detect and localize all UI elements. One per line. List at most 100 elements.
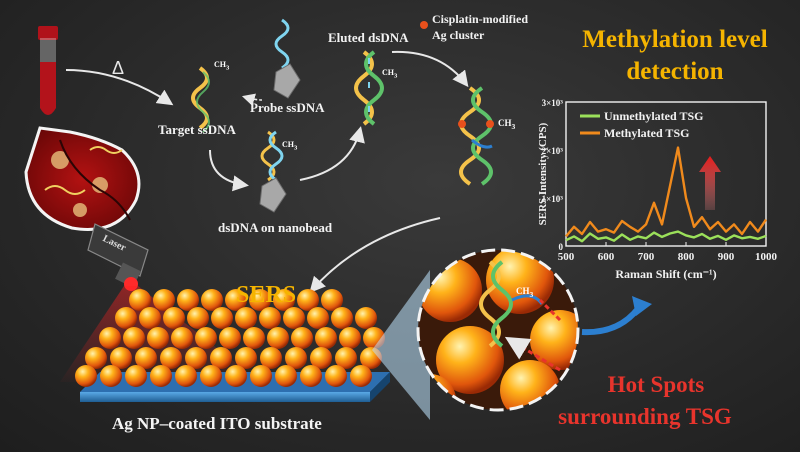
arrow-dsdna-to-eluted [299, 126, 365, 181]
methylation-title-1: Methylation level [582, 26, 768, 53]
hotspots-line2: surrounding TSG [558, 404, 732, 429]
ag-nanoparticle [100, 365, 122, 387]
y-tick-label: 0 [559, 242, 564, 252]
blood-tube-icon [38, 26, 58, 115]
ag-nanoparticle [110, 347, 132, 369]
ag-nanoparticle [300, 365, 322, 387]
arrow-to-substrate [309, 217, 441, 293]
ag-nanoparticle [175, 365, 197, 387]
ch3-label-labeled: CH3 [498, 118, 516, 131]
ch3-label-eluted: CH3 [382, 68, 398, 80]
ag-nanoparticle [163, 307, 185, 329]
label-target-ssdna: Target ssDNA [158, 122, 236, 137]
blood-vessel-zoom-icon [24, 126, 141, 231]
chart-plot-frame [565, 101, 767, 247]
ag-nanoparticle [310, 347, 332, 369]
heat-symbol: Δ [112, 58, 124, 78]
arrow-tube-to-target [65, 69, 174, 106]
x-tick-label: 900 [718, 251, 735, 263]
label-eluted-dsdna: Eluted dsDNA [328, 30, 409, 45]
ch3-label-dsdna: CH3 [282, 140, 298, 152]
ag-nanoparticle [235, 307, 257, 329]
ag-nanoparticle [275, 365, 297, 387]
dsdna-nanobead-icon [259, 130, 287, 213]
increase-arrow [699, 156, 721, 210]
ag-nanoparticle [350, 365, 372, 387]
ag-nanoparticle [200, 365, 222, 387]
blue-arrow-head [632, 296, 652, 316]
y-tick-label: 3×10³ [542, 98, 564, 108]
ag-nanoparticle [250, 365, 272, 387]
ag-nanoparticle [249, 289, 271, 311]
zoom-cone [372, 270, 430, 420]
ag-nanoparticle [147, 327, 169, 349]
hotspot-arrow-2 [538, 298, 562, 322]
ag-nanoparticle [201, 289, 223, 311]
eluted-dsdna-icon [354, 50, 384, 126]
ch3-label-target: CH3 [214, 60, 230, 72]
labeled-dsdna-icon [458, 86, 494, 186]
label-cisplatin-1: Cisplatin-modified [432, 12, 529, 26]
hotspot-zoom-view [418, 250, 578, 410]
ag-nanoparticle [291, 327, 313, 349]
label-cisplatin-2: Ag cluster [432, 28, 485, 42]
ag-nanoparticle [75, 365, 97, 387]
arrow-eluted-to-labeled [391, 50, 469, 88]
target-ssdna-icon [191, 66, 210, 133]
ag-nanoparticle [219, 327, 241, 349]
y-tick-label: 1×10³ [542, 194, 564, 204]
ag-nanoparticle [273, 289, 295, 311]
legend-label-methylated: Methylated TSG [604, 126, 689, 140]
ag-nanoparticle [211, 307, 233, 329]
x-tick-label: 1000 [755, 251, 778, 263]
ag-nanoparticle [243, 327, 265, 349]
ag-nanoparticle [267, 327, 289, 349]
ag-nanoparticle [283, 307, 305, 329]
ag-nanoparticle [225, 365, 247, 387]
ag-nanoparticle [177, 289, 199, 311]
label-dsdna-nanobead: dsDNA on nanobead [218, 220, 333, 235]
ag-nanoparticle [99, 327, 121, 349]
chart-series-layer [565, 146, 767, 243]
chart-xlabel: Raman Shift (cm⁻¹) [615, 267, 716, 281]
x-tick-label: 600 [598, 251, 615, 263]
sers-title: SERS [236, 282, 297, 308]
ag-nanoparticle [153, 289, 175, 311]
ag-nanoparticle [259, 307, 281, 329]
ag-nanoparticle [85, 347, 107, 369]
ag-nanoparticle-array [75, 289, 385, 387]
ag-nanoparticle [225, 289, 247, 311]
series-line-methylated [565, 146, 767, 238]
ag-nanoparticle [115, 307, 137, 329]
ag-nanoparticle [321, 289, 343, 311]
ag-nanoparticle [307, 307, 329, 329]
ag-nanoparticle [135, 347, 157, 369]
label-probe-ssdna: Probe ssDNA [250, 100, 325, 115]
x-tick-label: 800 [678, 251, 695, 263]
ag-nanoparticle [187, 307, 209, 329]
ag-nanoparticle [185, 347, 207, 369]
ag-nanoparticle [210, 347, 232, 369]
ag-nanoparticle [235, 347, 257, 369]
ag-nanoparticle [335, 347, 357, 369]
ag-nanoparticle [325, 365, 347, 387]
ag-nanoparticle [315, 327, 337, 349]
ag-nanoparticle [355, 307, 377, 329]
arrow-probe-to-target [241, 93, 263, 106]
zoom-circle-border [416, 248, 580, 412]
ag-nanoparticle [171, 327, 193, 349]
ag-cluster-icon [420, 21, 428, 29]
substrate-label: Ag NP–coated ITO substrate [112, 414, 322, 433]
laser-icon [87, 223, 149, 291]
probe-ssdna-icon [273, 18, 301, 99]
chart-ylabel: SERS Intensity (CPS) [537, 122, 549, 225]
arrow-target-to-dsdna [209, 149, 249, 192]
hotspot-arrow-1 [504, 336, 561, 372]
methylation-title-2: detection [626, 58, 724, 85]
ag-nanoparticle [297, 289, 319, 311]
ag-nanoparticle [260, 347, 282, 369]
